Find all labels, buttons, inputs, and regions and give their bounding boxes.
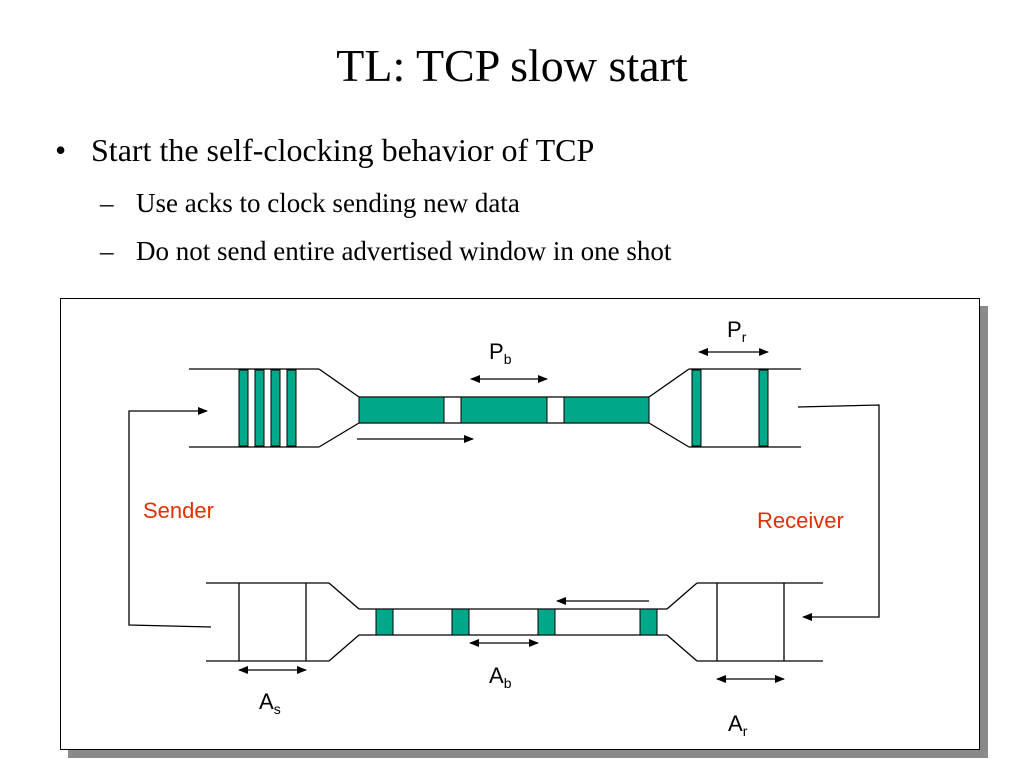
slide-title: TL: TCP slow start <box>336 40 688 91</box>
ack-packets <box>375 608 658 636</box>
sub-bullet-text-2: Do not send entire advertised window in … <box>136 236 672 266</box>
main-bullet-text: Start the self-clocking behavior of TCP <box>91 132 595 168</box>
receiver-packet <box>691 369 702 447</box>
as-label: As <box>259 689 281 717</box>
sender-packet <box>254 369 265 447</box>
bullet-dot-icon: • <box>55 132 67 168</box>
sender-packet <box>286 369 297 447</box>
sender-feedback-loop <box>128 407 212 628</box>
sub-bullet-text-1: Use acks to clock sending new data <box>136 188 520 218</box>
ab-label: Ab <box>489 663 512 691</box>
pb-label: Pb <box>489 339 512 367</box>
receiver-packet <box>758 369 769 447</box>
tcp-pipe-diagram: Pb Pr <box>128 317 880 739</box>
ack-pipe <box>206 582 823 662</box>
main-bullet: • Start the self-clocking behavior of TCP <box>55 130 594 170</box>
receiver-feedback-loop <box>797 404 880 621</box>
diagram-frame: Pb Pr <box>60 298 980 750</box>
receiver-queue-packets <box>691 369 769 447</box>
receiver-label: Receiver <box>757 508 844 533</box>
sender-packet <box>238 369 249 447</box>
sender-packet <box>270 369 281 447</box>
ack-packet <box>451 608 470 636</box>
bottleneck-packet <box>358 396 445 424</box>
ack-packet <box>375 608 394 636</box>
pr-label: Pr <box>727 317 747 345</box>
sub-dash-1: – <box>100 188 114 218</box>
ack-packet <box>639 608 658 636</box>
bottleneck-packets <box>358 396 650 424</box>
bottleneck-packet <box>460 396 548 424</box>
sub-bullet-1: –Use acks to clock sending new data <box>100 186 520 220</box>
sub-bullet-2: –Do not send entire advertised window in… <box>100 234 671 268</box>
ar-label: Ar <box>728 711 748 739</box>
sender-label: Sender <box>143 498 214 523</box>
sender-queue-packets <box>238 369 297 447</box>
sub-dash-2: – <box>100 236 114 266</box>
ack-packet <box>537 608 556 636</box>
bottleneck-packet <box>563 396 650 424</box>
